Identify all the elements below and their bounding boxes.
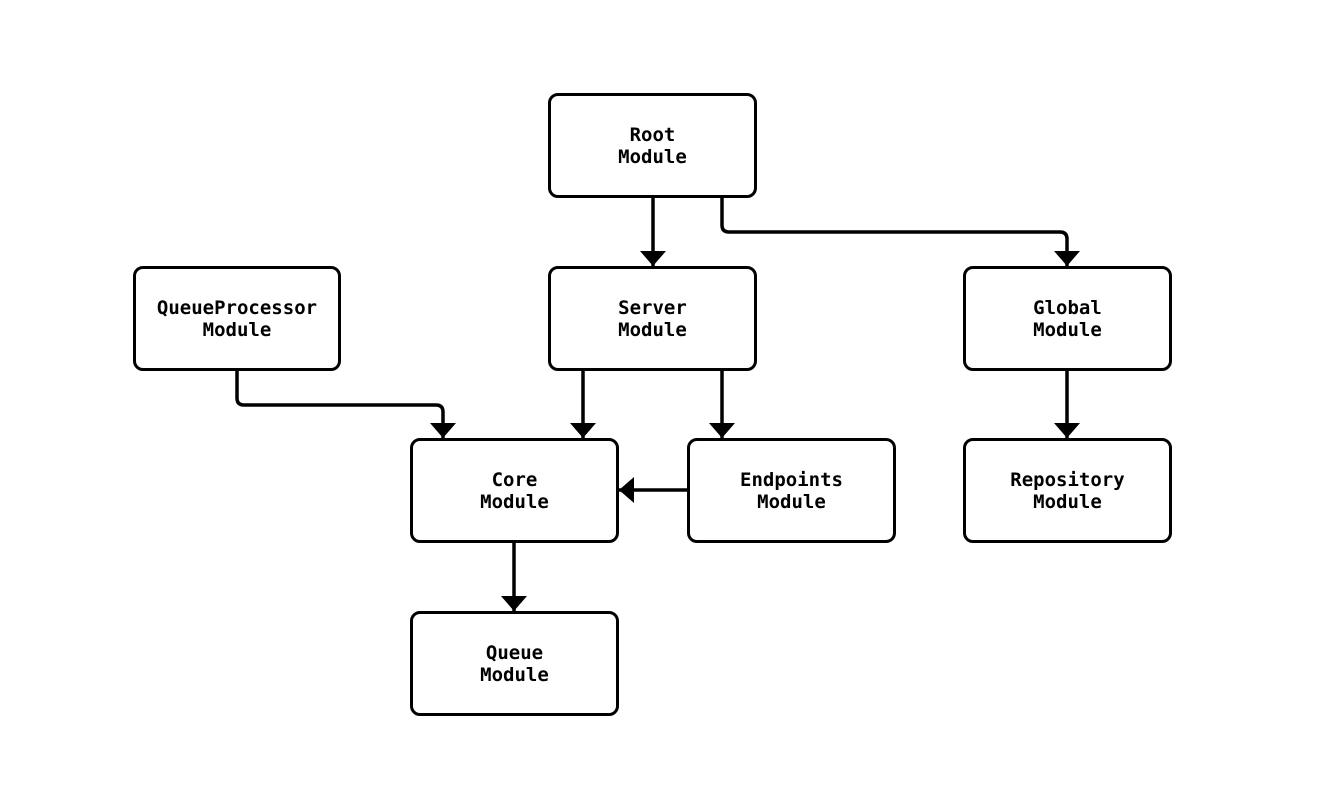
node-label: Global Module [1033, 296, 1102, 341]
node-label: Root Module [618, 123, 687, 168]
node-repository: Repository Module [963, 438, 1172, 543]
node-root: Root Module [548, 93, 757, 198]
node-queue: Queue Module [410, 611, 619, 716]
node-server: Server Module [548, 266, 757, 371]
node-label: Queue Module [480, 641, 549, 686]
node-label: Endpoints Module [740, 468, 843, 513]
edge-queueprocessor-to-core [235, 371, 456, 438]
edge-group [235, 198, 1080, 611]
node-label: Core Module [480, 468, 549, 513]
node-label: Server Module [618, 296, 687, 341]
node-global: Global Module [963, 266, 1172, 371]
edge-root-to-global [720, 198, 1080, 266]
node-endpoints: Endpoints Module [687, 438, 896, 543]
node-label: QueueProcessor Module [156, 296, 318, 341]
node-queueprocessor: QueueProcessor Module [133, 266, 341, 371]
node-core: Core Module [410, 438, 619, 543]
node-label: Repository Module [1010, 468, 1125, 513]
